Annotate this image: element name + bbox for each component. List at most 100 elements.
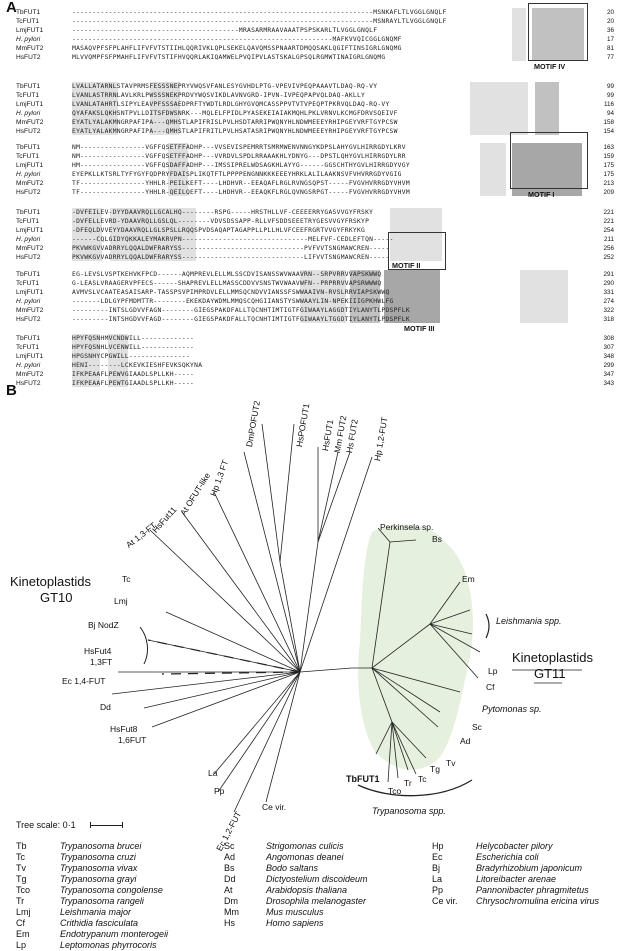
sequence-end-position: 291 (603, 271, 614, 278)
sequence-name: TbFUT1 (16, 271, 41, 278)
conservation-shading (72, 208, 102, 262)
sequence-end-position: 36 (606, 26, 614, 34)
motif-ii-label: MOTIF II (392, 261, 421, 270)
sequence-residues: EYEPKLLKTSRLTYFYGYFQDPRYFDAISPLIKQTFTLPP… (72, 170, 402, 178)
legend-abbreviation: Tc (16, 852, 25, 862)
leaf-tc: Tc (122, 574, 131, 584)
sequence-name: LmjFUT1 (16, 26, 44, 34)
gt10-bracket (139, 626, 148, 665)
sequence-residues: AVMVSLVCAATEASAISARP-TASSPSVPIMPRDVLELLM… (72, 288, 390, 296)
sequence-end-position: 81 (606, 44, 614, 52)
sequence-residues: IFKPEAAFLPEWVGIAADLSPLLKH----- (72, 370, 195, 378)
sequence-end-position: 318 (603, 315, 614, 323)
legend-species-name: Bradyrhizobium japonicum (476, 863, 583, 873)
sequence-residues: ---------INTSHGDVVFAGD--------GIEGSPAKDF… (72, 315, 410, 323)
sequence-end-position: 252 (603, 253, 614, 261)
legend-species-name: Helycobacter pilory (476, 841, 553, 851)
legend-species-name: Pannonibacter phragmitetus (476, 885, 589, 895)
sequence-end-position: 343 (603, 379, 614, 387)
legend-abbreviation: Tco (16, 885, 31, 895)
legend-species-name: Trypanosoma brucei (60, 841, 142, 851)
legend-abbreviation: Tv (16, 863, 26, 873)
legend-abbreviation: Mm (224, 907, 239, 917)
leaf-dd: Dd (100, 702, 111, 712)
leaf-ad: Ad (460, 736, 471, 746)
sequence-end-position: 299 (603, 361, 614, 369)
gt10-dashed-branches (147, 639, 301, 675)
leaf-ce-vir: Ce vir. (262, 802, 287, 812)
legend-species-name: Trypanosoma cruzi (60, 852, 136, 862)
conservation-shading (72, 334, 100, 388)
legend-abbreviation: Dd (224, 874, 236, 884)
sequence-name: H. pylori (16, 170, 41, 178)
clade-leishmania: Leishmania spp. (496, 616, 562, 626)
sequence-end-position: 158 (603, 118, 614, 126)
leaf-pp: Pp (214, 786, 225, 796)
legend-abbreviation: Bs (224, 863, 235, 873)
sequence-name: MmFUT2 (16, 179, 44, 187)
leaf-cf: Cf (486, 682, 495, 692)
leaf-lp: Lp (488, 666, 498, 676)
conservation-shading (535, 82, 559, 136)
sequence-residues: IFKPEAAFLPEWTGIAADLSPLLKH----- (72, 379, 195, 387)
conservation-shading (390, 208, 442, 262)
sequence-residues: -------LDLGYPFMDMTTR--------EKEKDAYWDMLM… (72, 297, 394, 305)
motif-iv-box (528, 3, 588, 61)
sequence-residues: QYAFAKSLQKHSNTPVLLDITSFDWSNRK---MQLELFPI… (72, 109, 398, 117)
tree-scale-label: Tree scale: 0·1 (16, 820, 76, 830)
legend-abbreviation: Tg (16, 874, 27, 884)
panel-letter-b: B (6, 382, 17, 399)
legend-species-name: Leishmania major (60, 907, 132, 917)
legend-abbreviation: Hp (432, 841, 444, 851)
leaf-tr: Tr (404, 778, 412, 788)
alignment-row: TbFUT1----------------------------------… (0, 8, 617, 17)
conservation-shading (168, 143, 188, 197)
leaf-bj-nodz: Bj NodZ (88, 620, 119, 630)
gt10-title: Kinetoplastids (10, 574, 91, 589)
alignment-row: TcFUT1-DVFELLEVRD-YDAAVRQLLGSLQL--------… (0, 217, 617, 226)
sequence-residues: ------CQLGIDYQKKALEYMAKRVPN-------------… (72, 235, 394, 243)
conservation-shading (350, 270, 380, 324)
sequence-end-position: 77 (606, 53, 614, 61)
conservation-shading (470, 82, 528, 136)
alignment-row: H. pylori EYEPKLLKTSRLTYFYGYFQDPRYFDAISPL… (0, 170, 617, 179)
sequence-residues: ----------------------------------------… (72, 35, 402, 43)
conservation-shading (512, 8, 526, 62)
legend-abbreviation: La (432, 874, 443, 884)
sequence-residues: ----------------------------------------… (72, 26, 378, 34)
sequence-residues: MASAQVPFSFPLAHFLIFVFVTSTIIHLQQRIVKLQPLSE… (72, 44, 402, 52)
conservation-shading (520, 270, 568, 324)
sequence-name: TbFUT1 (16, 335, 41, 342)
sequence-residues: LVALLATARNLSTAVPRMSFESSSNEPRYVWQSVFANLES… (72, 83, 378, 90)
alignment-row: HsFUT2 PKVWKGVVADRRYLQQALDWFRARYSS-------… (0, 253, 617, 262)
sequence-name: MmFUT2 (16, 44, 44, 52)
phylogeny-panel: B (0, 382, 617, 951)
sequence-name: LmjFUT1 (16, 226, 44, 234)
sequence-name: TcFUT1 (16, 279, 40, 287)
sequence-name: HsFUT2 (16, 253, 41, 261)
sequence-residues: HM----------------VGFFQSDAFFADHP---IMSSI… (72, 161, 410, 169)
sequence-end-position: 116 (603, 100, 614, 108)
sequence-residues: PKVWKGVVADRRYLQQALDWFRARYSS-------------… (72, 253, 390, 261)
sequence-end-position: 175 (603, 170, 614, 178)
legend-abbreviation: Bj (432, 863, 441, 873)
sequence-residues: ----------------------------------------… (72, 17, 447, 25)
leaf-perkinsela: Perkinsela sp. (380, 522, 434, 532)
sequence-end-position: 274 (603, 297, 614, 305)
legend-abbreviation: Ce vir. (432, 896, 458, 906)
conservation-shading (110, 208, 196, 262)
motif-iii-label: MOTIF III (404, 324, 435, 333)
legend-species-name: Crithidia fasciculata (60, 918, 139, 928)
sequence-residues: HPYFQSNHLVCENWILL------------- (72, 343, 195, 351)
sequence-residues: NM----------------VGFFQSETFFADHP---VVSEV… (72, 144, 406, 151)
